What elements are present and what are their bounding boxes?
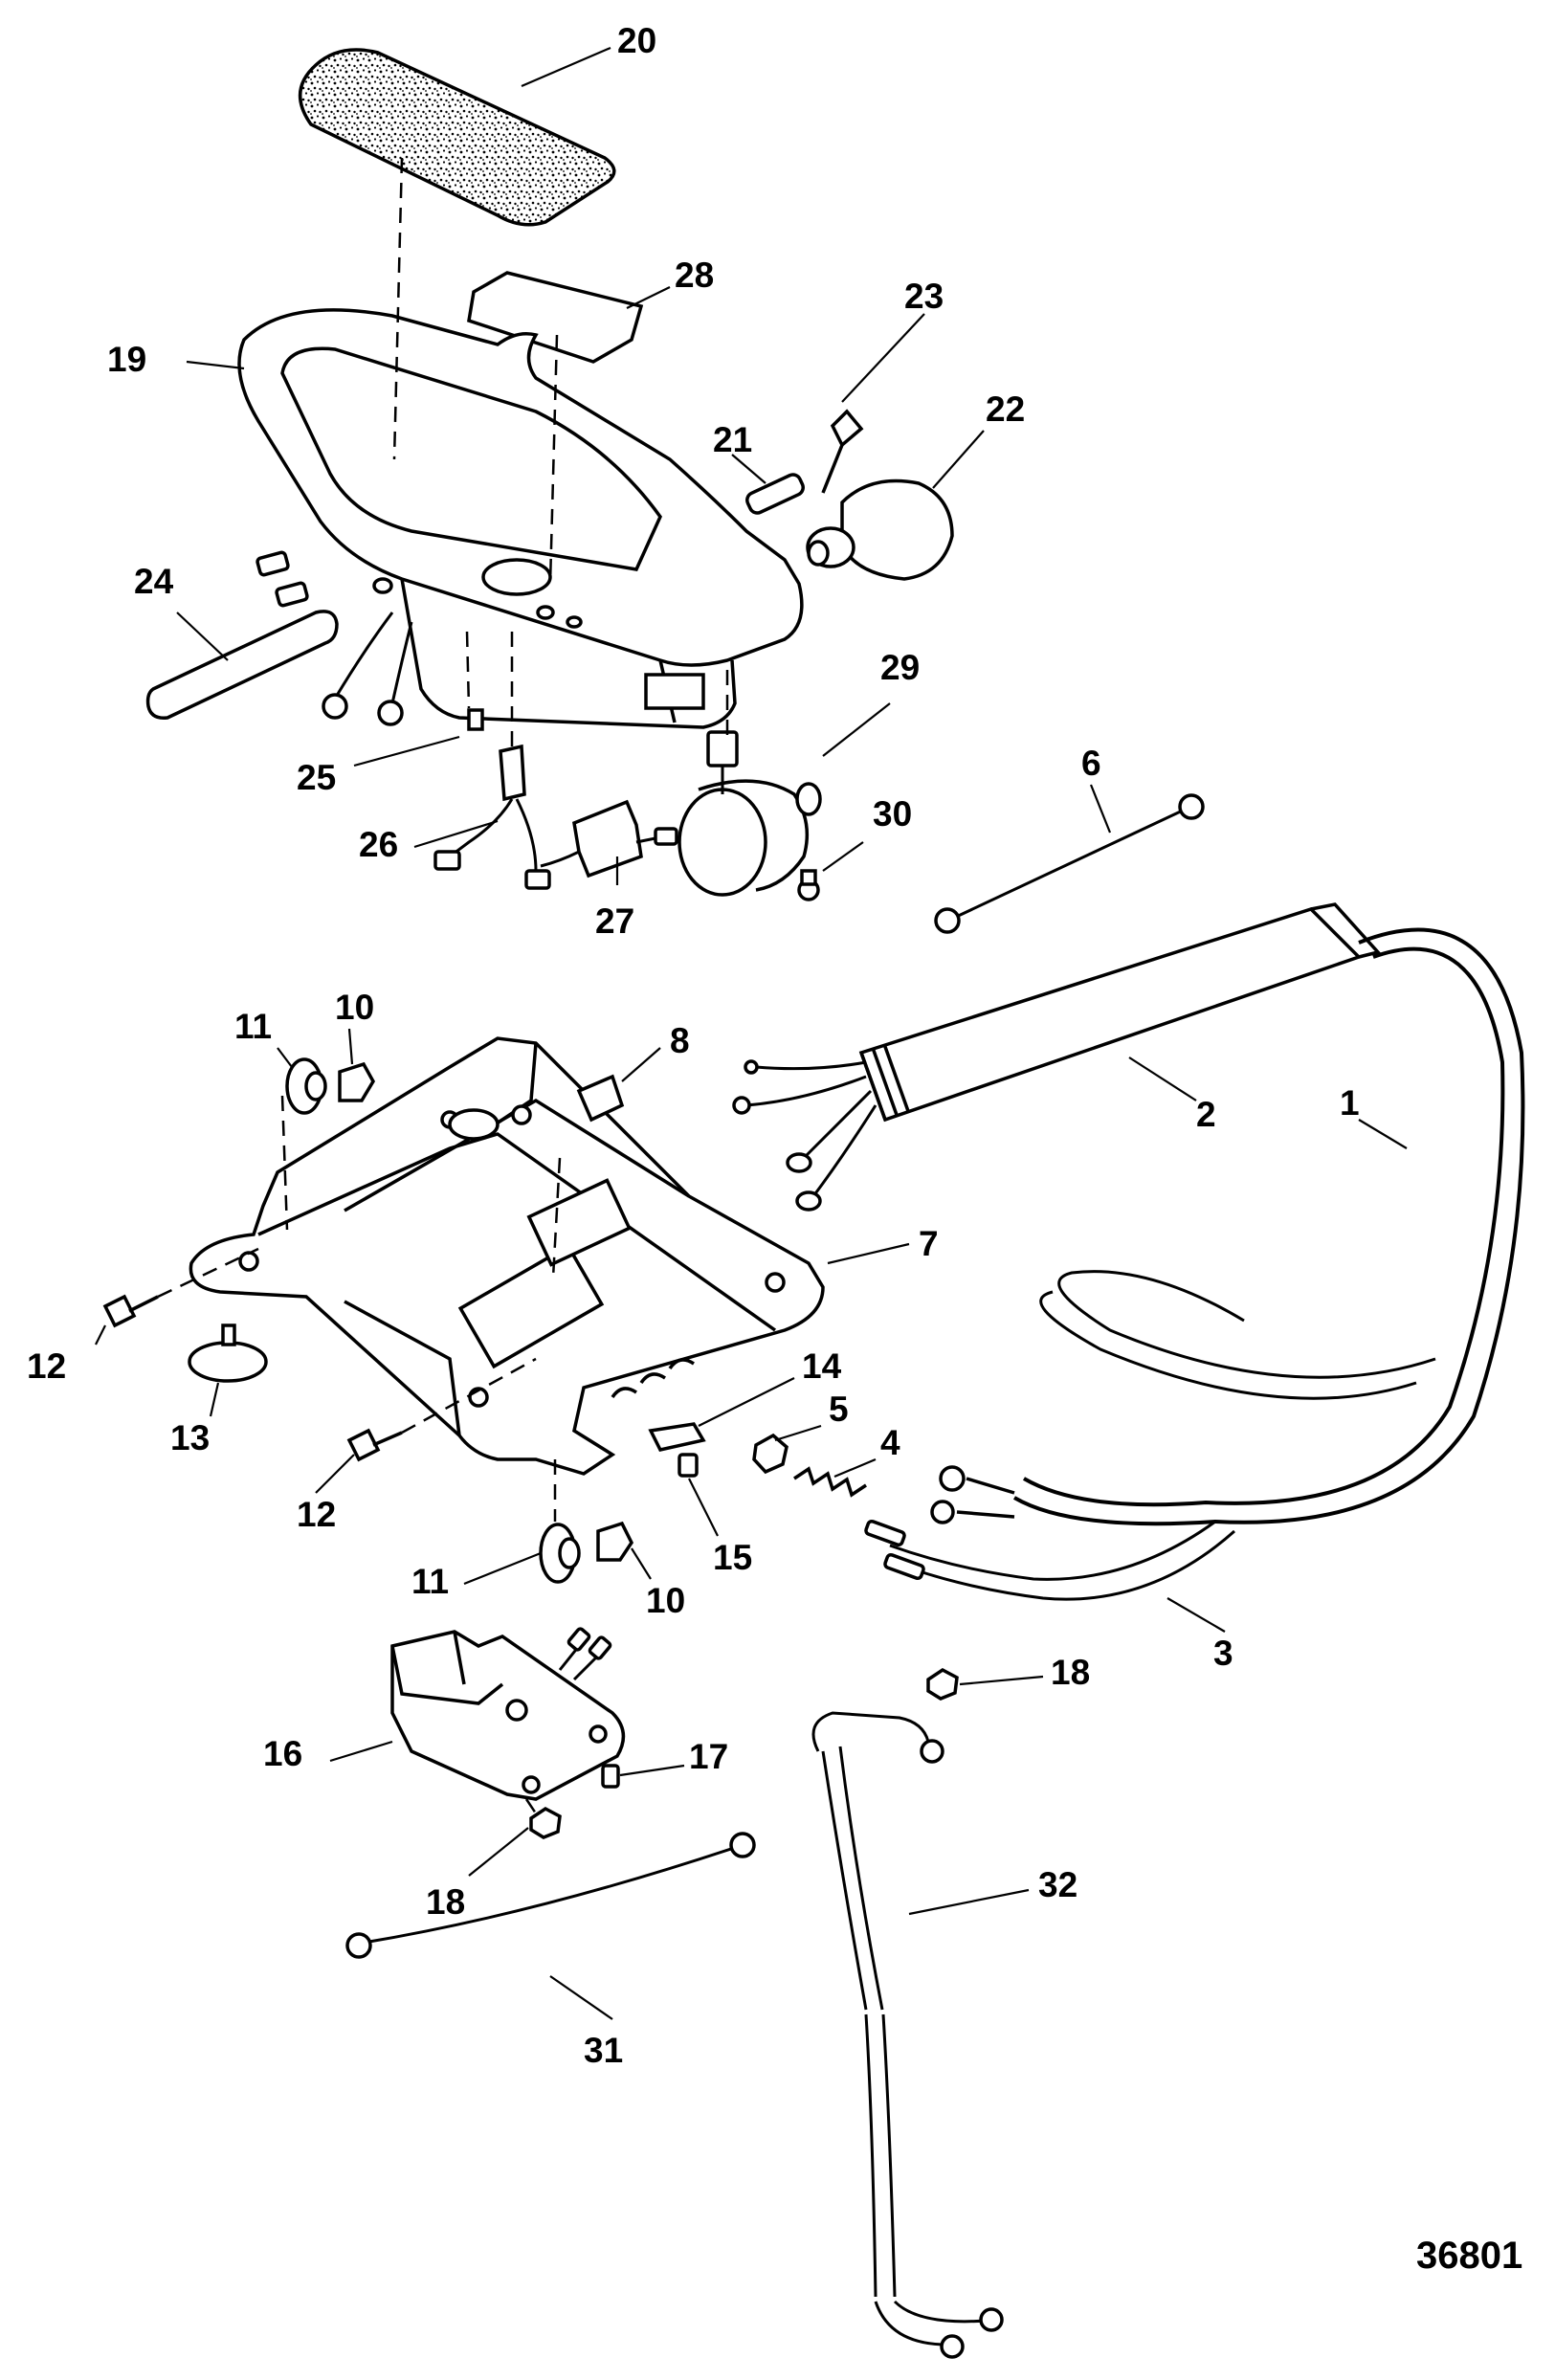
nut-10-upper — [338, 1061, 376, 1102]
screw-12-lower — [346, 1428, 381, 1462]
rubber-foot — [188, 1341, 268, 1383]
ground-strap-6 — [951, 807, 1188, 921]
callout-25: 25 — [297, 758, 336, 797]
nut-10-lower — [596, 1521, 634, 1562]
callout-1: 1 — [1340, 1083, 1360, 1123]
callout-30: 30 — [873, 794, 912, 834]
retainer-plate — [648, 1422, 706, 1453]
grommet-8 — [576, 1074, 625, 1123]
callout-11-upper: 11 — [234, 1007, 272, 1046]
callout-5: 5 — [829, 1390, 849, 1429]
callout-10-lower: 10 — [646, 1581, 685, 1620]
callout-26: 26 — [359, 825, 398, 864]
callout-18-lower: 18 — [426, 1882, 465, 1922]
harness-sheath-2 — [858, 907, 1363, 1123]
pedal-pivot-rod — [145, 610, 339, 720]
callout-13: 13 — [170, 1418, 210, 1457]
callout-22: 22 — [986, 389, 1025, 429]
callout-32: 32 — [1038, 1865, 1077, 1904]
callout-14: 14 — [802, 1346, 842, 1386]
adjustment-knob — [840, 478, 954, 581]
roll-pin — [745, 473, 805, 515]
callout-7: 7 — [919, 1224, 939, 1263]
callout-16: 16 — [263, 1734, 302, 1773]
cable-3 — [889, 1520, 1216, 1581]
callout-6: 6 — [1081, 744, 1101, 783]
callout-10-upper: 10 — [335, 988, 374, 1027]
wire-connector — [499, 744, 526, 802]
ground-strap-31 — [363, 1845, 738, 1945]
callout-15: 15 — [713, 1538, 752, 1577]
pedal-housing — [237, 308, 804, 667]
cable-32 — [811, 1711, 930, 1752]
callout-19: 19 — [107, 340, 146, 379]
screw-15 — [678, 1453, 699, 1478]
nut-18-upper — [926, 1667, 959, 1701]
callout-12-lower: 12 — [297, 1495, 336, 1534]
callout-23: 23 — [904, 277, 944, 316]
foot-pad — [298, 48, 616, 227]
callout-3: 3 — [1213, 1634, 1233, 1673]
pedal-housing-side — [400, 578, 737, 729]
callout-4: 4 — [880, 1423, 900, 1462]
callout-17: 17 — [689, 1737, 728, 1776]
callout-20: 20 — [617, 21, 656, 60]
cable-1 — [1012, 927, 1525, 1526]
figure-code: 36801 — [1416, 2235, 1522, 2277]
callout-11-lower: 11 — [411, 1562, 449, 1601]
nut-18-lower — [529, 1806, 562, 1839]
spring-4 — [793, 1466, 867, 1498]
solenoid — [678, 788, 767, 897]
base-plate — [189, 1036, 825, 1476]
callout-28: 28 — [675, 256, 714, 295]
switch-module — [572, 799, 643, 879]
screw-17 — [601, 1764, 620, 1789]
callout-2: 2 — [1196, 1095, 1216, 1134]
callout-21: 21 — [713, 420, 752, 459]
cover-plate — [467, 271, 644, 364]
callout-12-upper: 12 — [27, 1346, 66, 1386]
callout-24: 24 — [134, 562, 174, 601]
screw-12-upper — [102, 1294, 137, 1328]
callout-18-upper: 18 — [1051, 1653, 1090, 1692]
callout-31: 31 — [584, 2031, 623, 2070]
cotter-pin — [821, 409, 864, 494]
callout-29: 29 — [880, 648, 920, 687]
nut-5 — [752, 1433, 789, 1475]
switch-hole — [481, 558, 552, 596]
pedal-housing-recess — [280, 346, 663, 571]
bushing — [467, 708, 484, 731]
callout-8: 8 — [670, 1021, 690, 1060]
callout-27: 27 — [595, 901, 634, 941]
